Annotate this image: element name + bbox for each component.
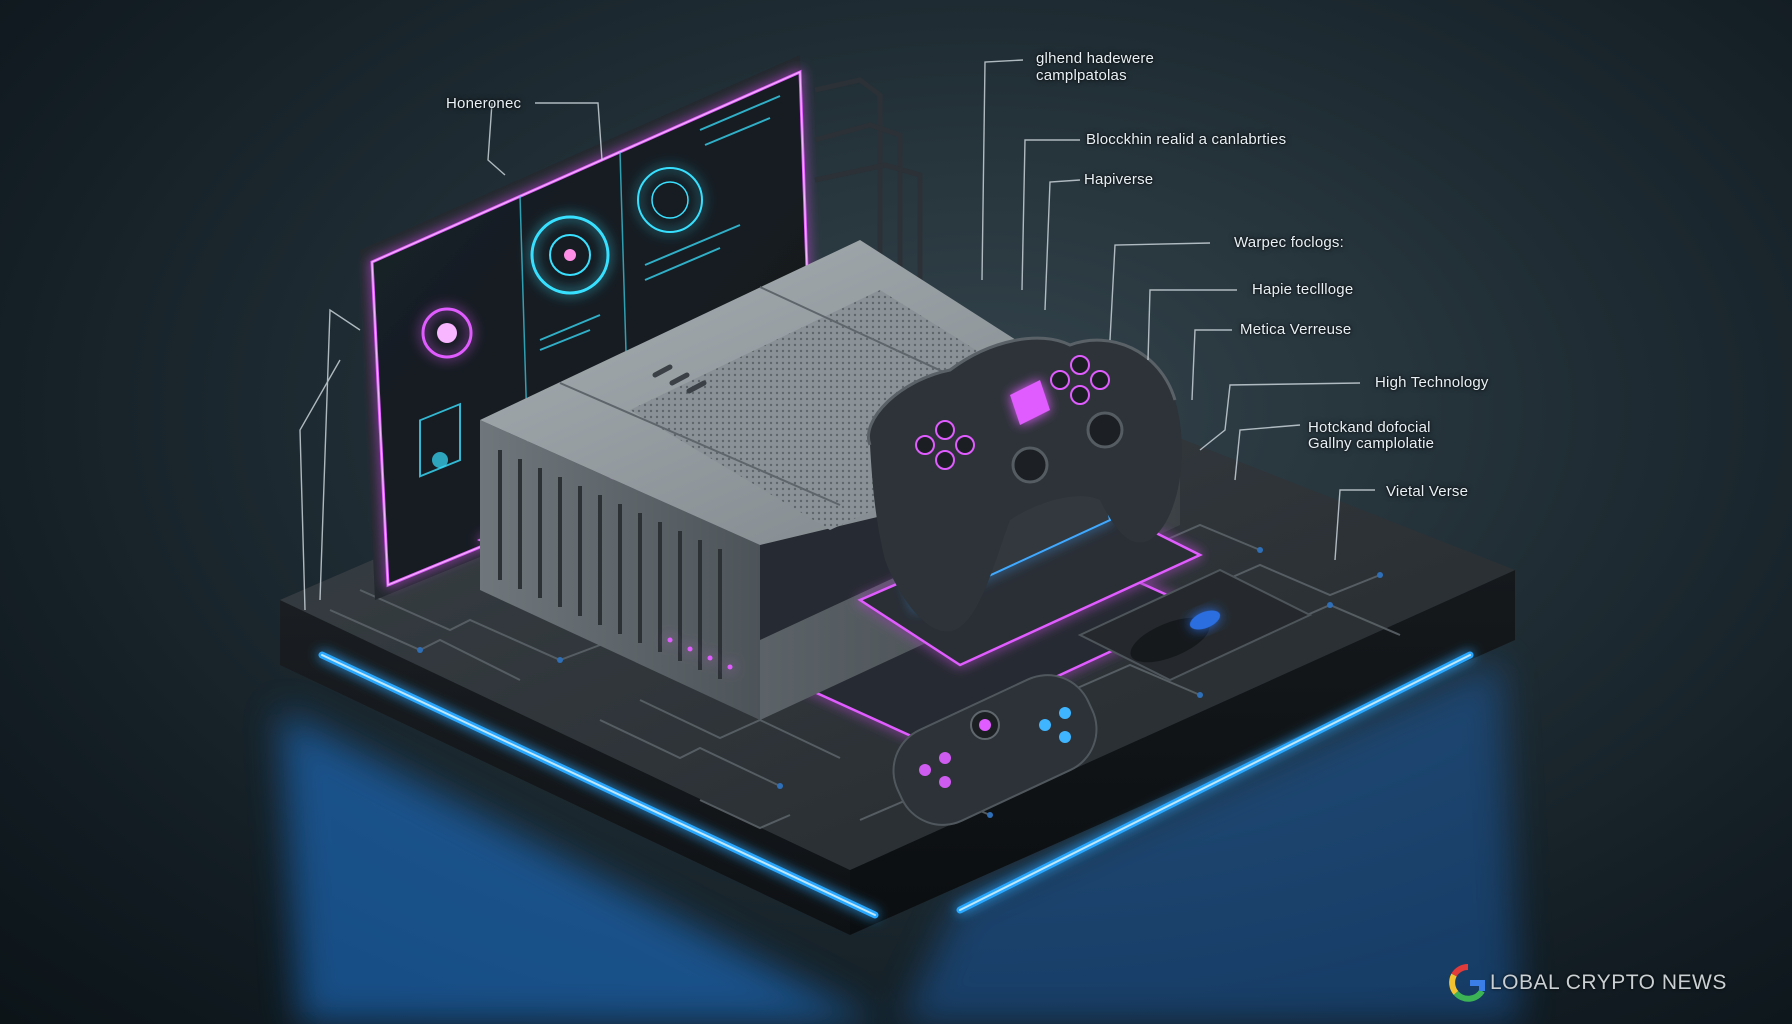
circuit-traces	[329, 523, 1401, 830]
letter-g-logo-icon	[1449, 963, 1485, 1002]
callout-hotckand-line-2: Gallny camplolatie	[1308, 435, 1435, 452]
panel-cables	[814, 77, 923, 330]
callout-vietal-verse: Vietal Verse	[1386, 483, 1469, 500]
callout-leader-lines	[299, 59, 1375, 611]
callout-hapie: Hapie tecllloge	[1252, 281, 1354, 298]
callout-blockchain: Blocckhin realid a canlabrties	[1086, 131, 1287, 148]
callout-glhend-hardware: glhend hadewere camplpatolas	[1036, 50, 1154, 84]
brand-text: LOBAL CRYPTO NEWS	[1490, 971, 1727, 994]
callout-hotckand: Hotckand dofocial Gallny camplolatie	[1308, 420, 1434, 452]
floor-reflection	[280, 660, 1520, 1024]
main-controller	[867, 336, 1182, 632]
touch-pad-device	[1077, 568, 1313, 682]
callout-hapiverse: Hapiverse	[1084, 171, 1154, 188]
callout-honeronec: Honeronec	[446, 95, 522, 112]
small-controller	[892, 674, 1098, 826]
brand-watermark: LOBAL CRYPTO NEWS	[1448, 962, 1768, 1004]
callout-warpec: Warpec foclogs:	[1234, 234, 1344, 251]
circuit-dots	[417, 547, 1383, 818]
callout-metica: Metica Verreuse	[1240, 321, 1352, 338]
callout-hotckand-line-1: Hotckand dofocial	[1308, 419, 1431, 436]
callout-high-technology: High Technology	[1375, 374, 1489, 391]
callout-glhend-line-2: camplpatolas	[1036, 67, 1127, 84]
callout-glhend-line-1: glhend hadewere	[1036, 50, 1155, 67]
